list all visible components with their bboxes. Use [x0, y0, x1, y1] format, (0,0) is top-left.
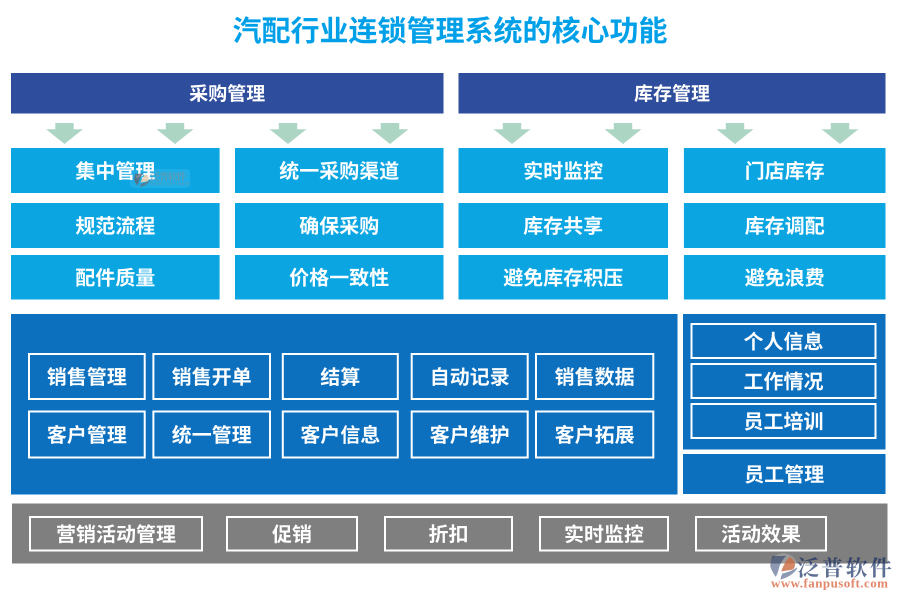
svg-text:www.fanpusoft.com: www.fanpusoft.com [771, 576, 888, 591]
svg-text:FANPU SOFTWARE: FANPU SOFTWARE [151, 182, 191, 186]
